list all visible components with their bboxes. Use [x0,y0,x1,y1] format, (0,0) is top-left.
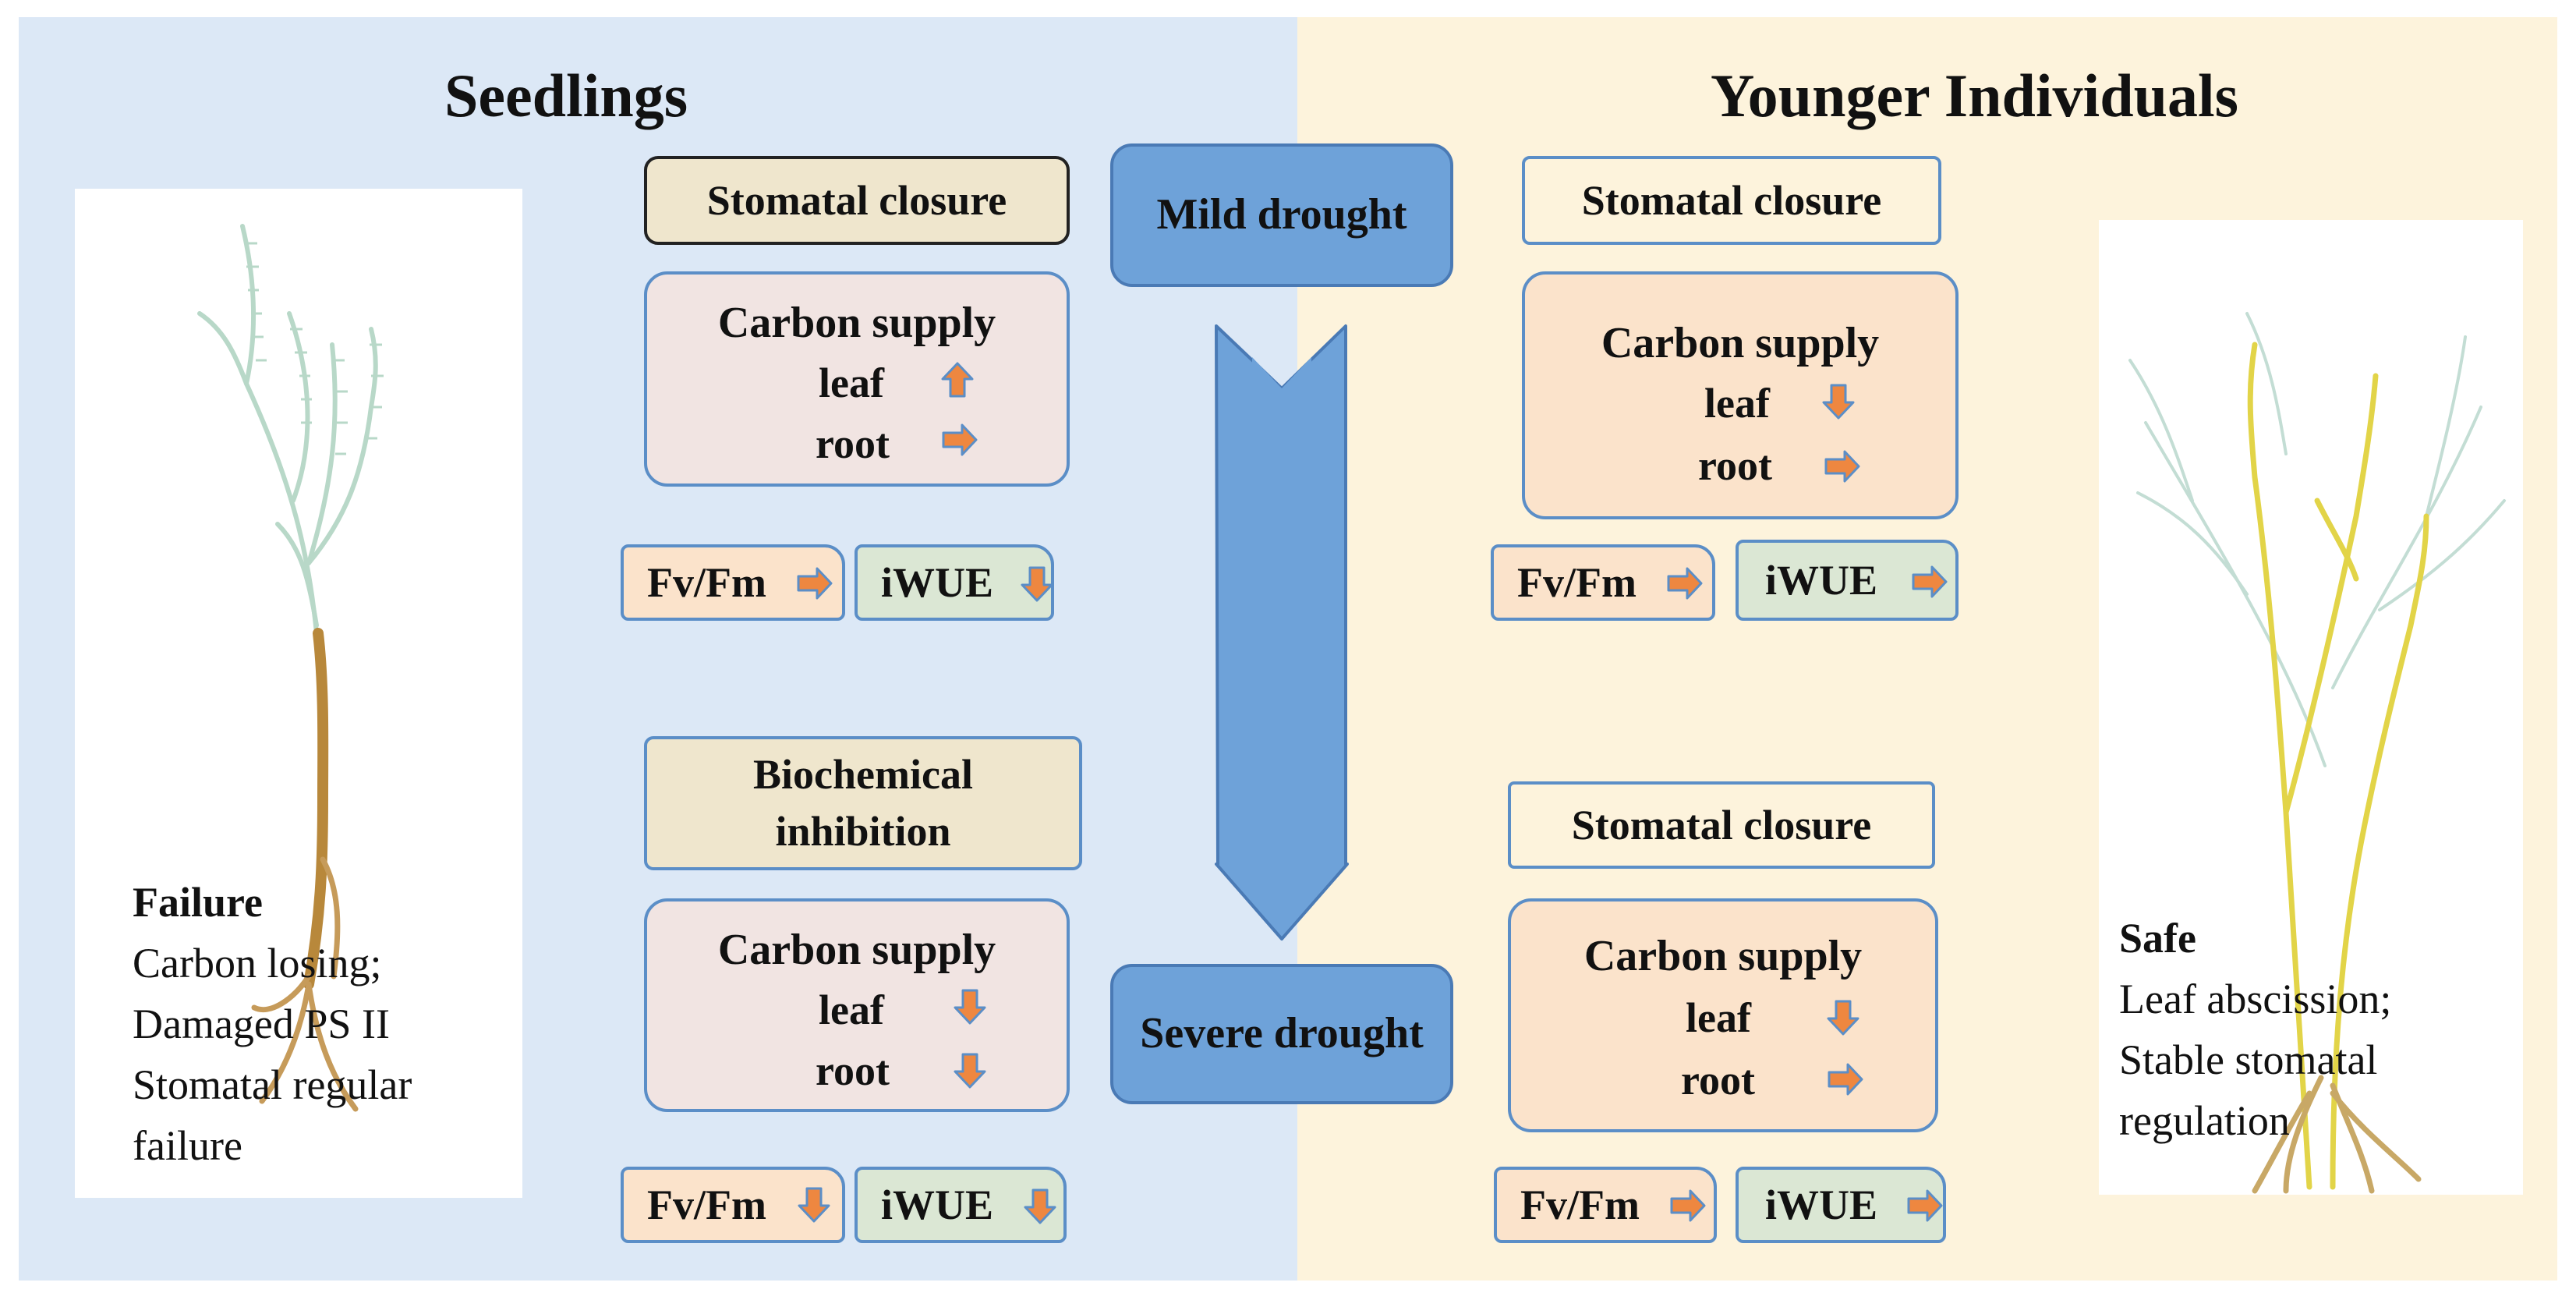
carbon-supply-title: Carbon supply [717,299,996,347]
seedling-mild-iwue: iWUE [855,544,1054,621]
seedling-severe-mechanism: Biochemical inhibition [644,736,1082,870]
leaf-label: leaf [819,987,884,1033]
seedling-mild-mechanism: Stomatal closure [644,156,1070,245]
fvfm-label: Fv/Fm [647,1181,766,1228]
root-label: root [816,1047,890,1094]
fvfm-label: Fv/Fm [1520,1181,1640,1228]
right-arrow-icon [1670,1189,1706,1222]
younger-mild-iwue: iWUE [1736,540,1959,621]
leaf-label: leaf [1686,994,1751,1041]
up-arrow-icon [941,362,974,398]
younger-plant-frame [2099,220,2523,1195]
right-arrow-icon [1912,565,1948,598]
seedling-plant-icon [197,224,384,1112]
seedling-severe-iwue: iWUE [855,1167,1067,1243]
down-arrow-icon [1822,384,1855,420]
outcome-line: Leaf abscission; [2119,976,2392,1022]
younger-outcome: Safe Leaf abscission; Stable stomatal re… [2119,908,2391,1151]
seedling-severe-carbon-box: Carbon supply leaf root [644,898,1070,1112]
fvfm-label: Fv/Fm [647,559,766,606]
younger-mild-carbon-box: Carbon supply leaf root [1522,271,1959,519]
iwue-label: iWUE [881,1181,994,1228]
failure-heading: Failure [133,879,263,926]
iwue-label: iWUE [1765,557,1878,604]
right-arrow-icon [1907,1189,1943,1222]
outcome-line: Carbon losing; [133,940,382,987]
down-arrow-icon [1024,1188,1056,1224]
right-arrow-icon [942,423,978,456]
leaf-label: leaf [819,360,884,406]
right-arrow-icon [797,567,833,600]
carbon-supply-title: Carbon supply [1583,932,1863,980]
younger-mild-fvfm: Fv/Fm [1491,544,1715,621]
younger-severe-mechanism: Stomatal closure [1508,781,1935,869]
seedling-plant-frame [75,189,522,1198]
fvfm-label: Fv/Fm [1517,559,1637,606]
safe-heading: Safe [2119,915,2196,962]
right-arrow-icon [1828,1063,1863,1096]
root-label: root [816,420,890,467]
mild-drought-label: Mild drought [1110,143,1453,287]
outcome-line: regulation [2119,1097,2290,1144]
younger-severe-carbon-box: Carbon supply leaf root [1508,898,1938,1132]
younger-individuals-title: Younger Individuals [1711,62,2239,129]
down-flow-arrow-icon [1215,324,1349,940]
younger-severe-fvfm: Fv/Fm [1494,1167,1717,1243]
younger-mild-mechanism: Stomatal closure [1522,156,1941,245]
outcome-line: Stable stomatal [2119,1036,2378,1083]
down-arrow-icon [798,1187,830,1223]
outcome-line: Damaged PS II [133,1001,390,1047]
seedlings-title: Seedlings [444,62,688,129]
iwue-label: iWUE [881,559,994,606]
seedling-mild-carbon-box: Carbon supply leaf root [644,271,1070,487]
down-arrow-icon [1021,566,1053,602]
carbon-supply-title: Carbon supply [1601,319,1880,367]
right-arrow-icon [1824,450,1860,483]
seedling-severe-fvfm: Fv/Fm [621,1167,845,1243]
root-label: root [1698,442,1772,489]
seedling-outcome: Failure Carbon losing; Damaged PS II Sto… [133,872,412,1176]
outcome-line: failure [133,1122,242,1169]
seedling-mild-fvfm: Fv/Fm [621,544,845,621]
outcome-line: Stomatal regular [133,1061,412,1108]
down-arrow-icon [1827,1000,1859,1036]
root-label: root [1681,1057,1755,1103]
younger-severe-iwue: iWUE [1736,1167,1946,1243]
severe-drought-label: Severe drought [1110,964,1453,1104]
iwue-label: iWUE [1765,1181,1878,1228]
down-arrow-icon [954,989,986,1025]
leaf-label: leaf [1704,380,1770,427]
down-arrow-icon [954,1053,986,1089]
right-arrow-icon [1667,567,1703,600]
carbon-supply-title: Carbon supply [717,926,996,974]
younger-plant-icon [2128,312,2506,1194]
